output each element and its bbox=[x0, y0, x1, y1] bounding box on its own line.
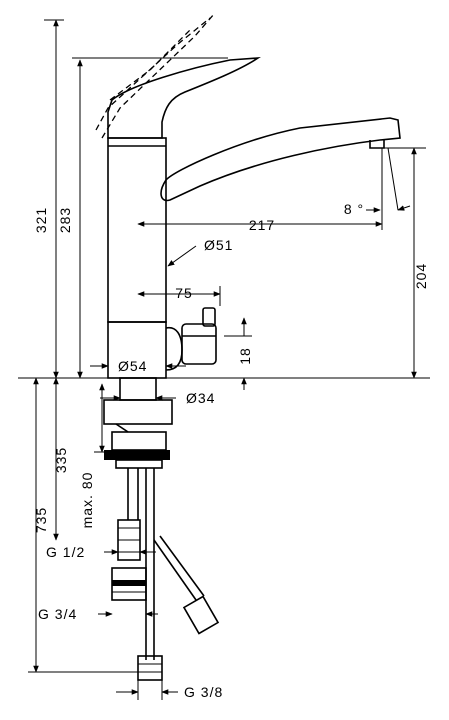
label-335: 335 bbox=[53, 447, 69, 473]
label-d51: Ø51 bbox=[204, 237, 233, 253]
lever-handle-raised bbox=[95, 17, 211, 131]
label-g-three-quarter: G 3/4 bbox=[38, 606, 77, 622]
label-d34: Ø34 bbox=[186, 390, 215, 406]
mounting-plate bbox=[103, 399, 173, 425]
label-g-three-eighth: G 3/8 bbox=[184, 684, 223, 700]
spout bbox=[160, 117, 401, 202]
g-three-eighth-fitting bbox=[137, 655, 163, 681]
label-204: 204 bbox=[413, 263, 429, 289]
label-max-80: max. 80 bbox=[79, 472, 95, 529]
mounting-nut bbox=[104, 450, 170, 460]
faucet-body bbox=[95, 13, 401, 379]
side-valve bbox=[181, 323, 217, 365]
label-283: 283 bbox=[57, 207, 73, 233]
label-8-degree: 8 ° bbox=[344, 201, 364, 217]
label-18: 18 bbox=[237, 347, 253, 365]
label-75: 75 bbox=[175, 285, 193, 301]
dimension-labels: 321 283 217 8 ° Ø51 204 75 18 Ø54 Ø34 33… bbox=[33, 201, 429, 700]
label-217: 217 bbox=[249, 217, 275, 233]
under-counter-assembly bbox=[103, 377, 220, 681]
label-d54: Ø54 bbox=[118, 358, 147, 374]
lever-handle bbox=[107, 56, 261, 139]
label-g-half: G 1/2 bbox=[46, 544, 85, 560]
dimension-lines bbox=[28, 19, 426, 700]
label-735: 735 bbox=[33, 507, 49, 533]
label-321: 321 bbox=[33, 207, 49, 233]
